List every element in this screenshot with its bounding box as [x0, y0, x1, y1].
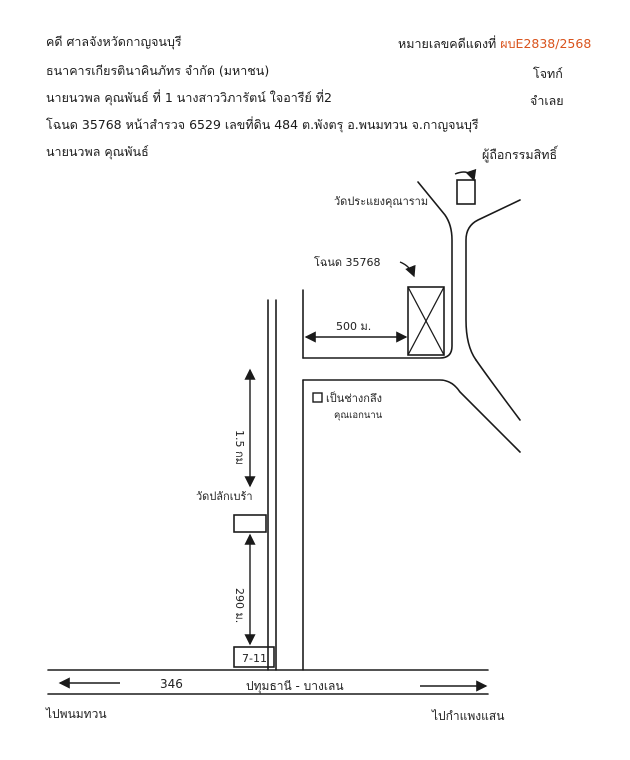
- temple-top-icon: [456, 179, 476, 205]
- court-line: คดี ศาลจังหวัดกาญจนบุรี: [46, 34, 182, 49]
- red-case-row: หมายเลขคดีแดงที่ ผบE2838/2568: [398, 36, 591, 52]
- red-case-label: หมายเลขคดีแดงที่: [398, 36, 497, 51]
- road-lines: [47, 181, 521, 695]
- temple-top-arrow: [454, 168, 477, 182]
- lathe-shop-label: เป็นช่างกลึง: [326, 391, 382, 405]
- store-label: 7-11: [242, 652, 267, 665]
- deed-plot-icon: [407, 286, 445, 356]
- deed-plot-cross-b: [407, 286, 445, 356]
- deed-map-label: โฉนด 35768: [314, 255, 381, 269]
- defendant-names: นายนวพล คุณพันธ์ ที่ 1 นางสาววิภารัตน์ ใ…: [46, 90, 332, 105]
- plaintiff-name: ธนาคารเกียรตินาคินภัทร จำกัด (มหาชน): [46, 63, 270, 78]
- store-icon: [233, 646, 275, 668]
- dir-left-label: ไปพนมทวน: [45, 707, 107, 721]
- plaintiff-role: โจทก์: [533, 66, 563, 81]
- owner-role: ผู้ถือกรรมสิทธิ์: [482, 147, 558, 162]
- road-number-label: 346: [160, 677, 183, 691]
- distance-290-label: 290 ม.: [233, 588, 246, 623]
- dir-right-label: ไปกำแพงแสน: [431, 709, 504, 723]
- deed-line: โฉนด 35768 หน้าสำรวจ 6529 เลขที่ดิน 484 …: [46, 117, 479, 132]
- side-road-lower-edge: [302, 379, 521, 453]
- lathe-shop-icon: [312, 392, 323, 403]
- side-road-east-edge: [465, 199, 521, 361]
- lathe-shop-sublabel: คุณเอกนาน: [334, 410, 383, 421]
- deed-arrow: [399, 261, 416, 278]
- red-case-number: ผบE2838/2568: [500, 36, 592, 51]
- defendant-role: จำเลย: [530, 93, 564, 108]
- temple-mid-icon: [233, 514, 267, 533]
- temple-mid-label: วัดปลักเบร้า: [196, 490, 253, 503]
- road-name-label: ปทุมธานี - บางเลน: [246, 679, 344, 694]
- temple-top-label: วัดประแยงคุณาราม: [334, 195, 428, 208]
- side-road-east-lower: [475, 359, 521, 421]
- distance-1-5km-label: 1.5 กม: [233, 430, 246, 465]
- side-road-north-west-edge: [302, 181, 453, 359]
- owner-name: นายนวพล คุณพันธ์: [46, 144, 149, 159]
- distance-500-label: 500 ม.: [336, 320, 371, 333]
